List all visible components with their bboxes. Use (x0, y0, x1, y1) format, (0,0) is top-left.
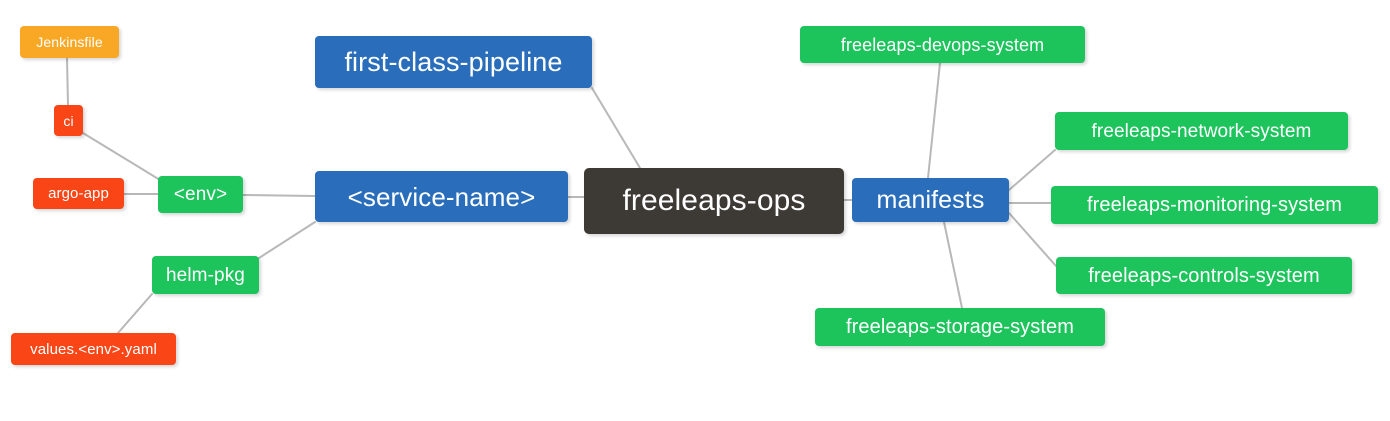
node-label: ci (63, 112, 74, 129)
node-env[interactable]: <env> (158, 176, 243, 213)
edge-manifests-to-freeleaps-network-system (1008, 149, 1056, 191)
node-jenkinsfile[interactable]: Jenkinsfile (20, 26, 119, 58)
node-label: Jenkinsfile (36, 34, 103, 50)
edge-freeleaps-ops-to-first-class-pipeline (591, 87, 641, 169)
node-helm-pkg[interactable]: helm-pkg (152, 256, 259, 294)
node-freeleaps-network-system[interactable]: freeleaps-network-system (1055, 112, 1348, 150)
node-label: values.<env>.yaml (30, 340, 157, 358)
node-ci[interactable]: ci (54, 105, 83, 136)
node-freeleaps-controls-system[interactable]: freeleaps-controls-system (1056, 257, 1352, 294)
node-first-class-pipeline[interactable]: first-class-pipeline (315, 36, 592, 88)
edge-service-name-to-env (242, 194, 316, 197)
node-label: argo-app (48, 185, 109, 202)
node-manifests[interactable]: manifests (852, 178, 1009, 222)
node-freeleaps-monitoring-system[interactable]: freeleaps-monitoring-system (1051, 186, 1378, 224)
node-freeleaps-storage-system[interactable]: freeleaps-storage-system (815, 308, 1105, 346)
node-values-yaml[interactable]: values.<env>.yaml (11, 333, 176, 365)
node-label: manifests (876, 185, 985, 214)
edge-env-to-ci (82, 132, 161, 181)
node-label: first-class-pipeline (344, 46, 563, 77)
edge-manifests-to-freeleaps-controls-system (1008, 212, 1057, 267)
node-label: <env> (173, 184, 228, 205)
node-argo-app[interactable]: argo-app (33, 178, 124, 209)
edge-manifests-to-freeleaps-storage-system (943, 221, 963, 309)
node-freeleaps-ops[interactable]: freeleaps-ops (584, 168, 844, 234)
node-label: freeleaps-controls-system (1088, 264, 1320, 287)
edge-helm-pkg-to-values-yaml (117, 293, 153, 334)
node-label: freeleaps-network-system (1091, 120, 1312, 142)
node-label: freeleaps-monitoring-system (1086, 194, 1342, 216)
node-freeleaps-devops-system[interactable]: freeleaps-devops-system (800, 26, 1085, 63)
edge-manifests-to-freeleaps-devops-system (927, 62, 941, 179)
node-label: freeleaps-devops-system (840, 34, 1045, 55)
node-label: freeleaps-storage-system (845, 316, 1075, 338)
node-service-name[interactable]: <service-name> (315, 171, 568, 222)
node-label: <service-name> (347, 181, 536, 212)
edge-ci-to-jenkinsfile (66, 57, 69, 106)
node-label: helm-pkg (166, 264, 245, 286)
edge-service-name-to-helm-pkg (258, 221, 316, 259)
node-label: freeleaps-ops (622, 184, 806, 217)
